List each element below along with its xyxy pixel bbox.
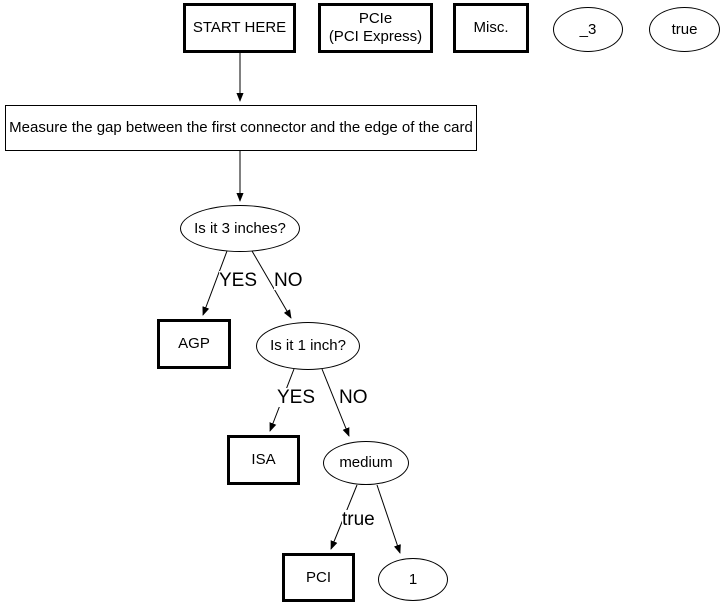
node-measure-instruction: Measure the gap between the first connec… [5, 105, 477, 151]
node-question-3-inches: Is it 3 inches? [180, 205, 300, 252]
edge-q3-no-to-q1 [251, 250, 292, 319]
node-true-top: true [649, 7, 720, 52]
node-pcie: PCIe (PCI Express) [318, 3, 433, 53]
node-start-here: START HERE [183, 3, 296, 53]
edge-label-yes-2: YES [277, 387, 316, 408]
edge-label-no-1: NO [274, 270, 303, 291]
edge-medium-to-one [376, 484, 401, 554]
node-misc: Misc. [453, 3, 529, 53]
node-agp: AGP [157, 319, 231, 369]
edge-q3-yes-to-agp [202, 250, 228, 316]
edge-label-yes-1: YES [219, 270, 258, 291]
node-question-1-inch: Is it 1 inch? [256, 322, 360, 370]
node-pci: PCI [282, 553, 355, 602]
node-isa: ISA [227, 435, 300, 485]
edge-label-no-2: NO [339, 387, 368, 408]
node-underscore-3: _3 [553, 7, 623, 52]
node-medium: medium [323, 441, 409, 485]
edge-label-true: true [342, 509, 375, 530]
node-one: 1 [378, 558, 448, 601]
edge-q1-no-to-medium [321, 368, 350, 437]
